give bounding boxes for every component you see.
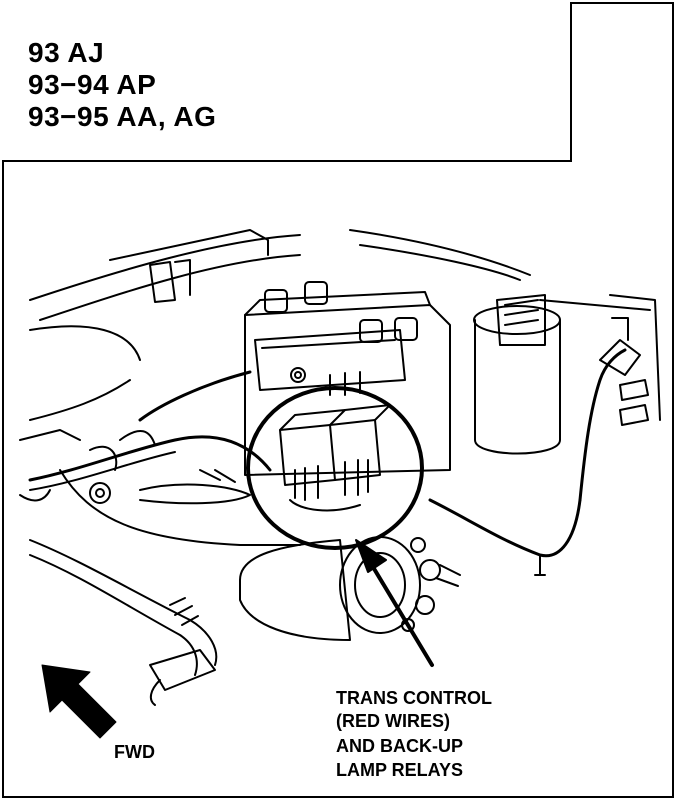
fwd-arrow-icon <box>41 664 117 739</box>
radiator-hose <box>29 539 218 706</box>
model-line-3: 93−95 AA, AG <box>28 101 217 132</box>
callout-circle <box>246 386 424 550</box>
fwd-label: FWD <box>114 742 155 762</box>
relay-callout-line-1: TRANS CONTROL <box>336 688 492 708</box>
abs-module <box>244 281 451 476</box>
relay-callout-line-2: (RED WIRES) <box>336 711 450 731</box>
callout-arrow <box>355 539 434 667</box>
starter-motor <box>239 536 461 641</box>
model-applicability-box: 93 AJ 93−94 AP 93−95 AA, AG <box>2 2 572 162</box>
reservoir <box>59 469 301 546</box>
wiring-harness <box>19 317 641 576</box>
relay-block <box>279 404 391 512</box>
model-line-1: 93 AJ <box>28 37 105 68</box>
relay-callout-line-3: AND BACK-UP <box>336 736 463 756</box>
relay-callout-line-4: LAMP RELAYS <box>336 760 464 780</box>
model-line-2: 93−94 AP <box>28 69 157 100</box>
canister <box>473 294 649 455</box>
fender-outline <box>19 229 661 441</box>
